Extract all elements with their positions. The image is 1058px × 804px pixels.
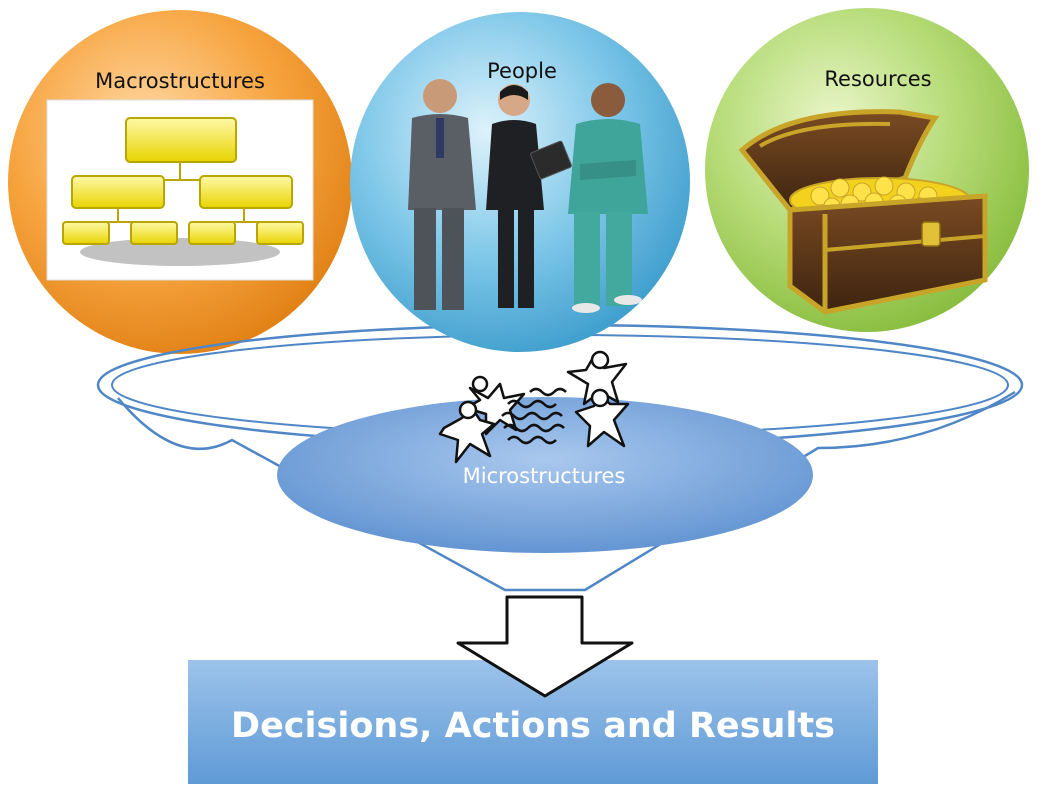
- resources-node: Resources: [705, 8, 1029, 332]
- result-label: Decisions, Actions and Results: [231, 706, 835, 746]
- people-node: People: [350, 12, 690, 352]
- down-arrow-icon: [456, 595, 634, 698]
- microstructures-node: Microstructures: [277, 350, 813, 553]
- macrostructures-node: Macrostructures: [8, 10, 352, 354]
- macrostructures-label: Macrostructures: [95, 69, 265, 93]
- org-chart-icon: [46, 99, 314, 281]
- interacting-figures-icon: [438, 350, 630, 464]
- people-label: People: [487, 59, 557, 83]
- business-people-icon: [408, 79, 648, 313]
- microstructures-ellipse: [277, 397, 813, 553]
- microstructures-label: Microstructures: [463, 464, 626, 488]
- treasure-chest-icon: [738, 109, 988, 315]
- resources-label: Resources: [824, 67, 931, 91]
